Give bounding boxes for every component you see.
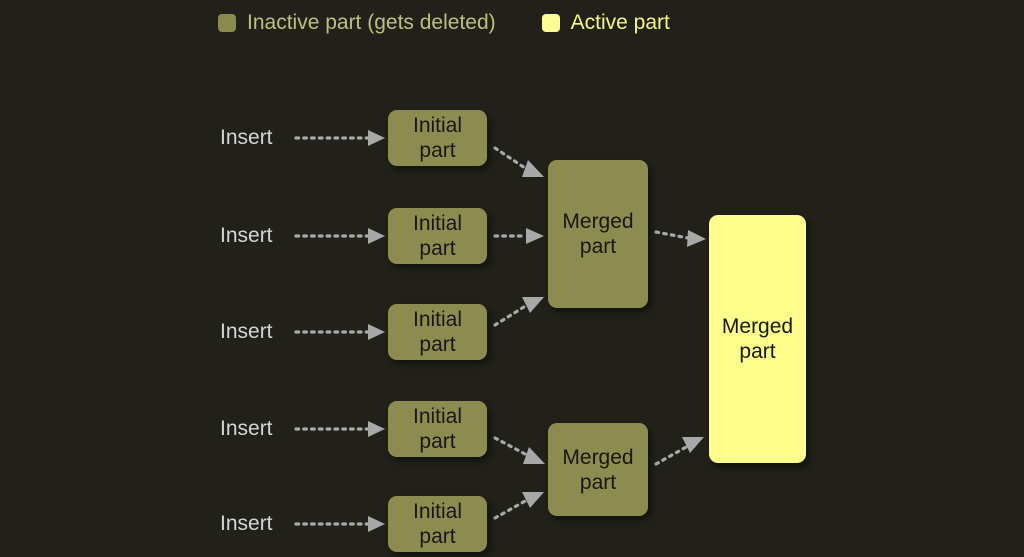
edge-initial-2-to-merged-top (493, 228, 544, 244)
node-initial-part-2[interactable]: Initial part (388, 208, 487, 264)
node-initial-part-5[interactable]: Initial part (388, 496, 487, 552)
insert-label-5: Insert (220, 512, 273, 535)
edge-initial-4-to-merged-bottom (493, 436, 545, 464)
edge-insert-to-initial-5 (294, 516, 385, 532)
legend: Inactive part (gets deleted) Active part (218, 10, 670, 36)
edge-insert-to-initial-2 (294, 228, 385, 244)
legend-label-inactive: Inactive part (gets deleted) (247, 11, 496, 34)
legend-label-active: Active part (570, 11, 670, 34)
edge-initial-5-to-merged-bottom (493, 492, 544, 520)
node-initial-part-3[interactable]: Initial part (388, 304, 487, 360)
legend-spacer (496, 23, 542, 24)
edge-insert-to-initial-3 (294, 324, 385, 340)
edge-merged-top-to-final (654, 230, 706, 247)
edge-insert-to-initial-1 (294, 130, 385, 146)
insert-label-2: Insert (220, 224, 273, 247)
node-merged-part-top[interactable]: Merged part (548, 160, 648, 308)
node-merged-part-final[interactable]: Merged part (709, 215, 806, 463)
edge-initial-3-to-merged-top (493, 297, 544, 327)
edge-merged-bottom-to-final (654, 437, 704, 466)
insert-label-1: Insert (220, 126, 273, 149)
insert-label-4: Insert (220, 417, 273, 440)
legend-swatch-active-icon (541, 14, 560, 32)
legend-item-active: Active part (541, 10, 670, 36)
node-initial-part-1[interactable]: Initial part (388, 110, 487, 166)
legend-swatch-inactive-icon (218, 14, 236, 32)
node-merged-part-bottom[interactable]: Merged part (548, 423, 648, 516)
edge-initial-1-to-merged-top (493, 146, 544, 177)
edge-insert-to-initial-4 (294, 421, 385, 437)
node-initial-part-4[interactable]: Initial part (388, 401, 487, 457)
insert-label-3: Insert (220, 320, 273, 343)
legend-item-inactive: Inactive part (gets deleted) (218, 10, 496, 36)
